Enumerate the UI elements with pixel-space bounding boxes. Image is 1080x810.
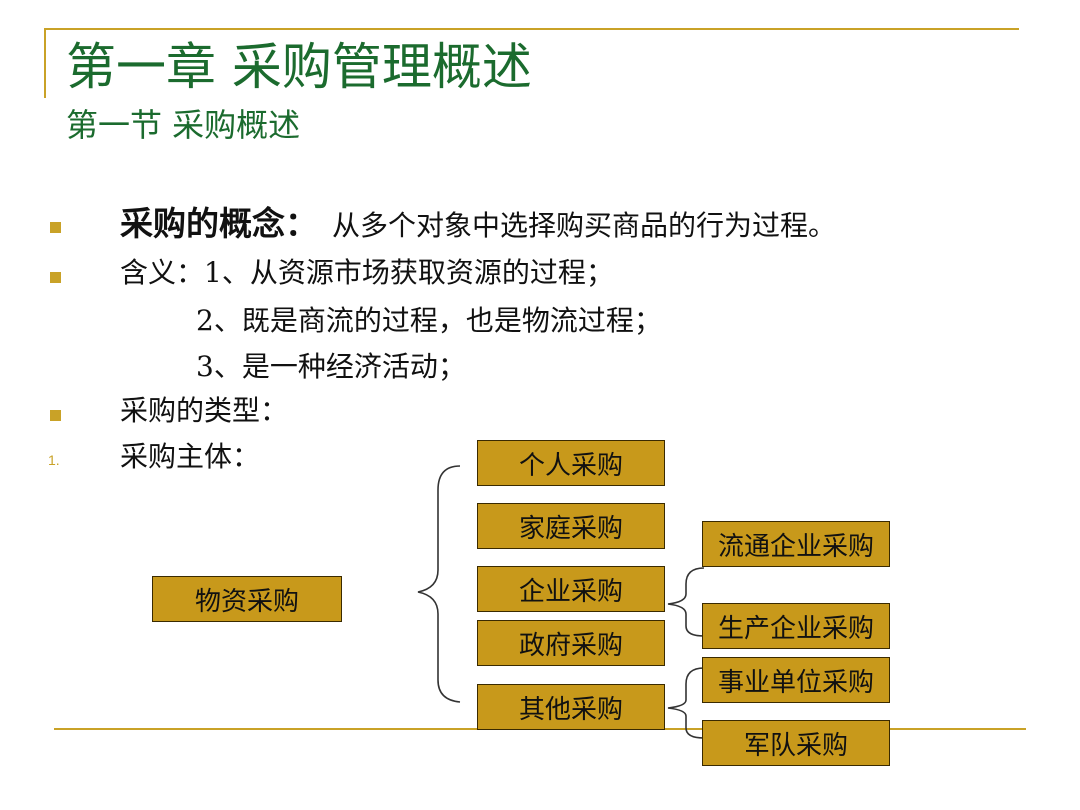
diagram-child-box: 企业采购 xyxy=(477,566,665,612)
diagram-root-box: 物资采购 xyxy=(152,576,342,622)
meaning-line-3: 3、是一种经济活动； xyxy=(196,350,466,383)
diagram-child-box: 家庭采购 xyxy=(477,503,665,549)
meaning-line-2: 2、既是商流的过程，也是物流过程； xyxy=(196,304,662,337)
diagram-child-box: 个人采购 xyxy=(477,440,665,486)
concept-label: 采购的概念： xyxy=(120,204,318,243)
bullet-square-icon xyxy=(50,272,61,283)
diagram-child-box: 其他采购 xyxy=(477,684,665,730)
diagram-enterprise-sub-box: 生产企业采购 xyxy=(702,603,890,649)
other-sub-brace xyxy=(667,667,705,739)
types-heading: 采购的类型： xyxy=(120,394,289,427)
bullet-square-icon xyxy=(50,222,61,233)
bullet-square-icon xyxy=(50,410,61,421)
concept-text: 从多个对象中选择购买商品的行为过程。 xyxy=(332,209,837,242)
slide-subtitle: 第一节 采购概述 xyxy=(66,106,301,144)
title-accent-vertical-line xyxy=(44,28,46,98)
slide-title: 第一章 采购管理概述 xyxy=(66,38,532,96)
meaning-line-1: 含义：1、从资源市场获取资源的过程； xyxy=(120,256,614,289)
enterprise-sub-brace xyxy=(667,567,705,637)
main-brace xyxy=(417,465,461,703)
diagram-other-sub-box: 军队采购 xyxy=(702,720,890,766)
concept-line: 采购的概念： 从多个对象中选择购买商品的行为过程。 xyxy=(120,204,836,244)
list-number-marker: 1. xyxy=(48,452,60,468)
diagram-child-box: 政府采购 xyxy=(477,620,665,666)
diagram-other-sub-box: 事业单位采购 xyxy=(702,657,890,703)
title-accent-top-line xyxy=(44,28,1019,30)
subject-label: 采购主体： xyxy=(120,440,261,473)
diagram-enterprise-sub-box: 流通企业采购 xyxy=(702,521,890,567)
